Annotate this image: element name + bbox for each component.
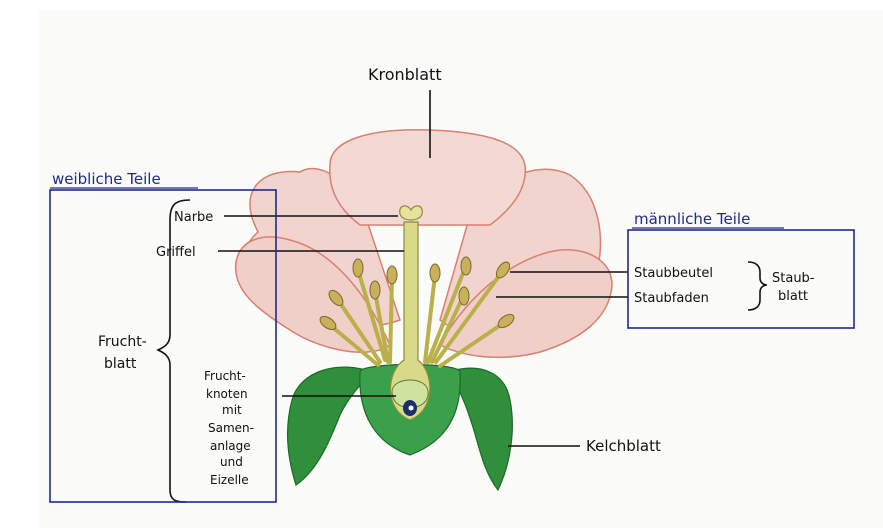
label-narbe: Narbe xyxy=(174,210,213,225)
label-griffel: Griffel xyxy=(156,245,196,260)
male-title: männliche Teile xyxy=(634,210,750,228)
label-fruchtknoten-5: anlage xyxy=(210,439,251,453)
label-fruchtknoten-4: Samen- xyxy=(208,421,254,435)
female-title: weibliche Teile xyxy=(52,170,161,188)
label-fruchtblatt-1: Frucht- xyxy=(98,334,147,350)
label-fruchtknoten-6: und xyxy=(220,455,243,469)
label-kronblatt: Kronblatt xyxy=(368,65,442,84)
label-fruchtblatt-2: blatt xyxy=(104,356,137,372)
anther xyxy=(387,266,397,284)
label-fruchtknoten-2: knoten xyxy=(206,387,248,401)
egg-cell xyxy=(409,406,414,411)
stamen-filament xyxy=(390,278,392,362)
brace-male xyxy=(748,262,767,310)
petal-top xyxy=(330,130,526,225)
label-staubfaden: Staubfaden xyxy=(634,291,709,306)
anther xyxy=(461,257,471,275)
label-kelchblatt: Kelchblatt xyxy=(586,437,661,455)
label-fruchtknoten-3: mit xyxy=(222,403,242,417)
label-fruchtknoten-1: Frucht- xyxy=(204,369,246,383)
anther xyxy=(430,264,440,282)
label-staubbeutel: Staubbeutel xyxy=(634,266,713,281)
label-staubblatt-2: blatt xyxy=(778,289,808,304)
anther xyxy=(370,281,380,299)
anther xyxy=(353,259,363,277)
label-fruchtknoten-7: Eizelle xyxy=(210,473,249,487)
label-staubblatt-1: Staub- xyxy=(772,271,815,286)
anther xyxy=(459,287,469,305)
